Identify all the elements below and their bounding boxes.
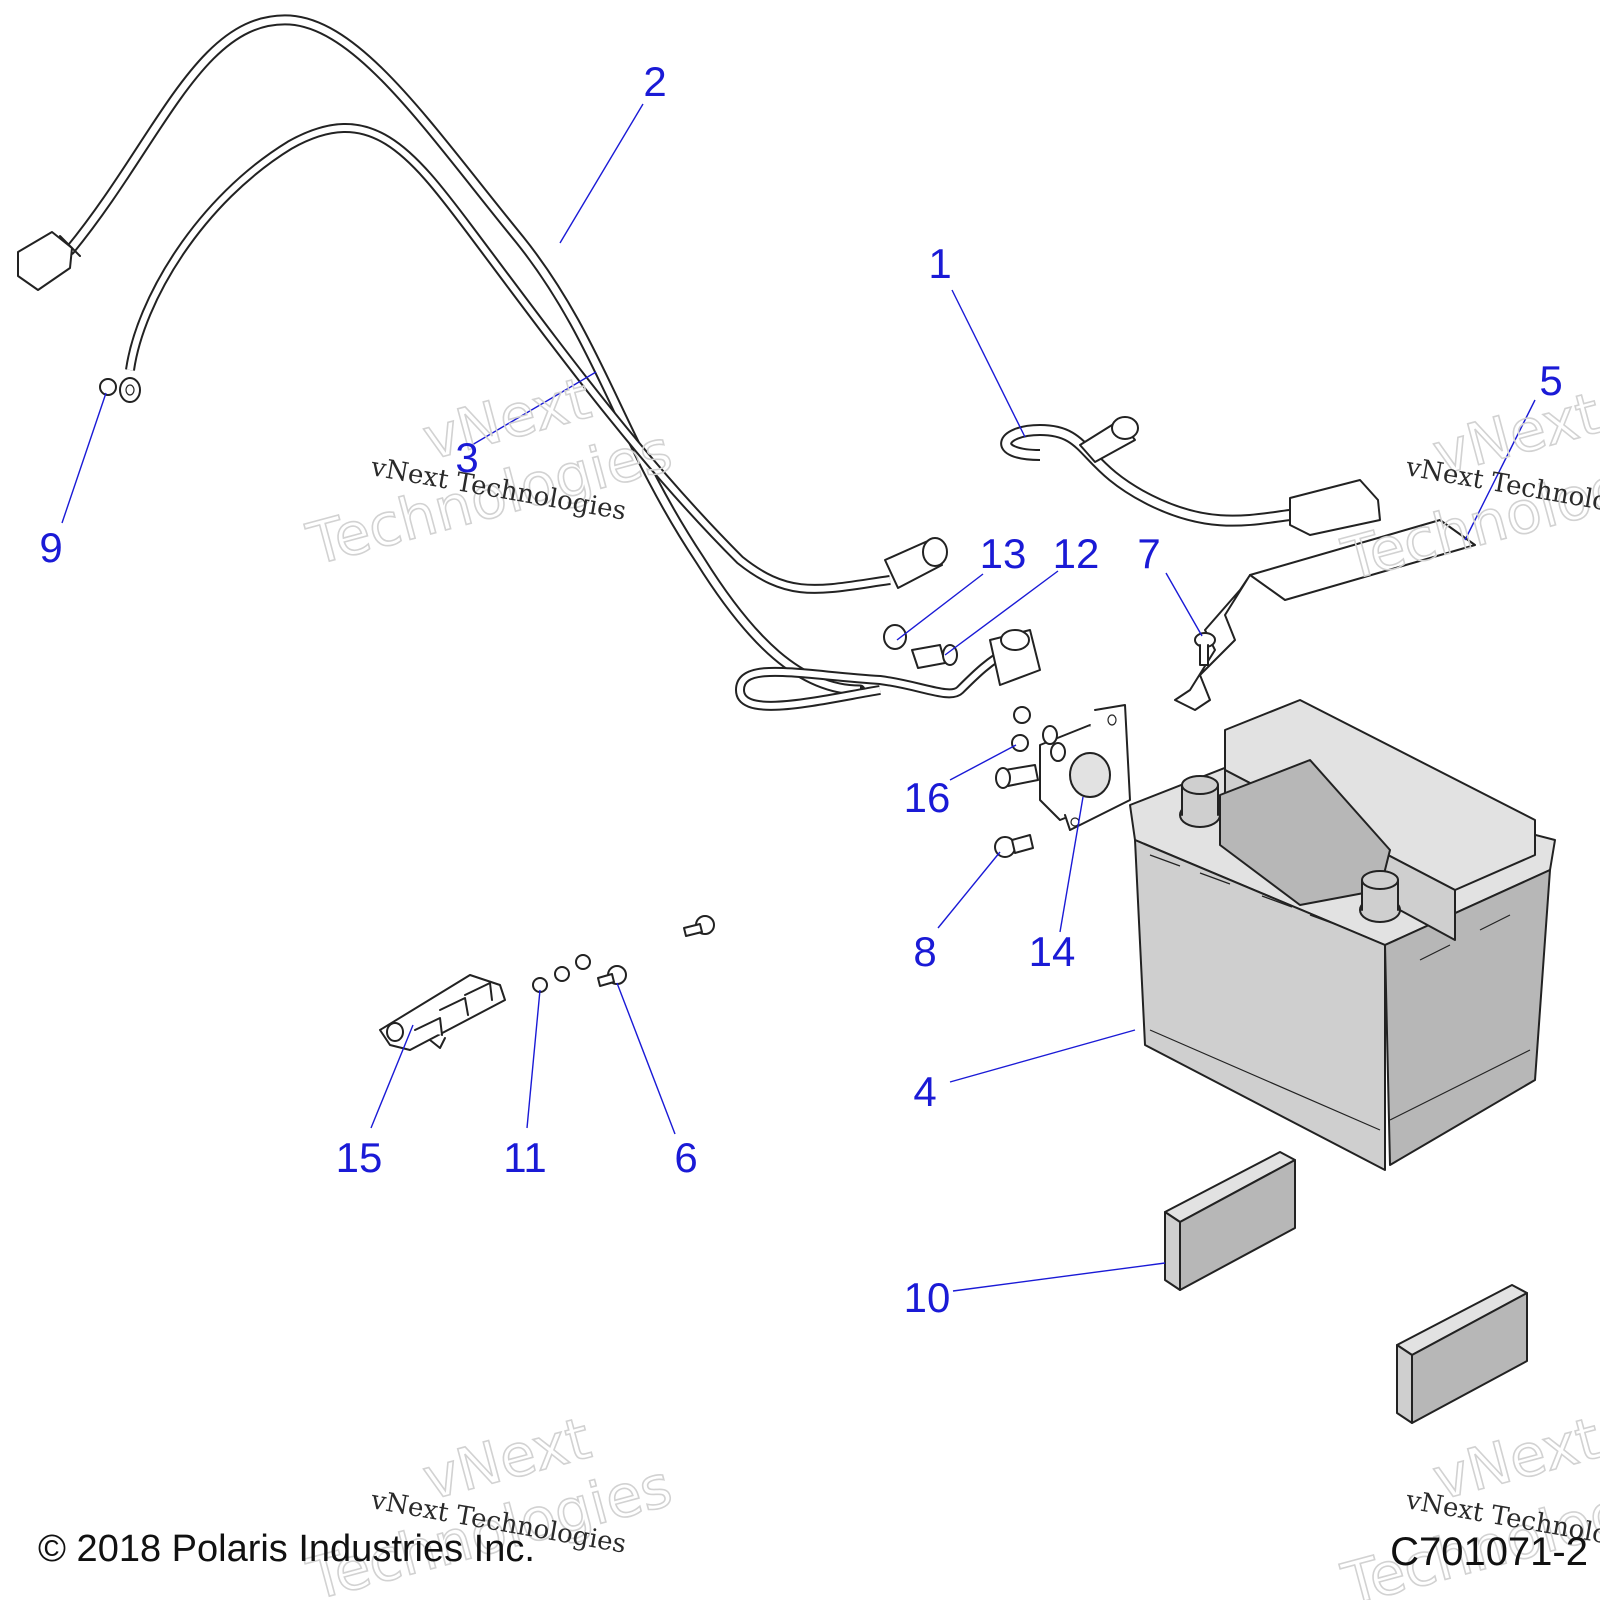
leader-16 — [949, 744, 1017, 781]
leader-5 — [1464, 399, 1536, 541]
part-1-short-cable — [1000, 416, 1381, 536]
part-6-screw — [597, 965, 627, 987]
callout-2: 2 — [643, 58, 666, 105]
part-13-nut — [883, 624, 907, 650]
callout-5: 5 — [1539, 357, 1562, 404]
leader-8 — [937, 851, 1001, 929]
callout-4: 4 — [913, 1068, 936, 1115]
callout-numbers: 1 2 3 4 5 6 7 8 9 10 11 12 13 14 15 16 — [39, 58, 1562, 1321]
callout-14: 14 — [1029, 928, 1076, 975]
part-16-nut-upper — [1013, 706, 1031, 724]
callout-10: 10 — [904, 1274, 951, 1321]
leader-10 — [952, 1262, 1166, 1292]
terminal-clamp — [989, 629, 1041, 686]
drawing-number: C701071-2 — [1390, 1530, 1588, 1574]
part-16-bolt — [995, 764, 1039, 789]
part-16-nut-lower — [1011, 734, 1029, 752]
callout-9: 9 — [39, 524, 62, 571]
leader-12 — [944, 570, 1059, 656]
callout-16: 16 — [904, 774, 951, 821]
part-6-screw-upper — [683, 915, 715, 937]
leader-13 — [896, 573, 984, 641]
part-11-nut-3 — [575, 954, 591, 970]
leader-7 — [1165, 572, 1203, 637]
part-9-nut — [99, 378, 117, 396]
callout-3: 3 — [455, 434, 478, 481]
leader-2 — [559, 103, 644, 244]
leader-14 — [1059, 796, 1084, 933]
leader-lines — [61, 103, 1536, 1292]
part-12-bolt — [911, 644, 958, 669]
callout-6: 6 — [674, 1134, 697, 1181]
part-2-long-cable — [17, 14, 866, 696]
part-11-nut-2 — [554, 966, 570, 982]
leader-11 — [526, 989, 541, 1129]
leader-15 — [370, 1024, 414, 1129]
part-11-nut-1 — [532, 977, 548, 993]
part-10-pad-upper — [1164, 1151, 1296, 1291]
callout-12: 12 — [1053, 530, 1100, 577]
part-10-pad-lower — [1396, 1284, 1528, 1424]
leader-4 — [949, 1029, 1136, 1083]
callout-15: 15 — [336, 1134, 383, 1181]
callout-11: 11 — [503, 1134, 547, 1181]
part-14-solenoid — [1039, 704, 1131, 831]
leader-6 — [616, 982, 676, 1135]
callout-8: 8 — [913, 928, 936, 975]
part-4-battery — [1129, 699, 1556, 1171]
part-3-cable — [119, 123, 948, 594]
callout-1: 1 — [928, 240, 951, 287]
copyright-notice: © 2018 Polaris Industries Inc. — [38, 1528, 535, 1570]
cable-loop — [734, 645, 1013, 711]
callout-7: 7 — [1137, 530, 1160, 577]
callout-13: 13 — [980, 530, 1027, 577]
leader-9 — [61, 392, 107, 524]
watermark-right: vNext Technologies vNext Technologies — [1334, 378, 1600, 594]
part-7-screw — [1194, 632, 1216, 666]
leader-1 — [951, 289, 1026, 438]
part-15-bracket — [379, 974, 506, 1051]
part-8-bolt — [994, 834, 1034, 858]
leader-3 — [471, 371, 597, 446]
